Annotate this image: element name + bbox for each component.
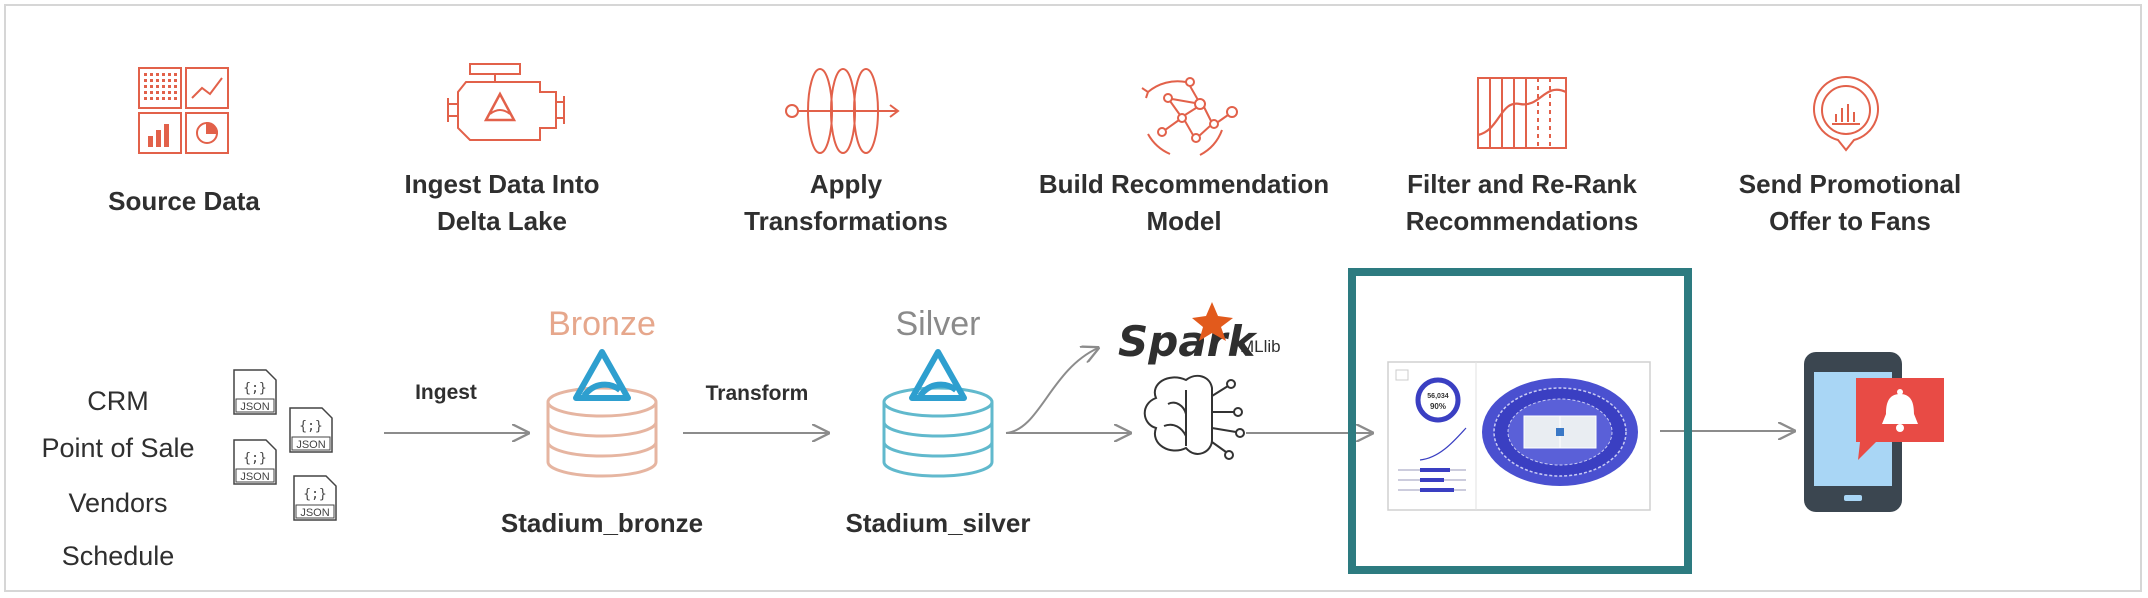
step-label-ingest-1: Ingest Data Into: [404, 169, 599, 199]
delta-lake-logo-icon: [909, 349, 967, 401]
step-label-source-data: Source Data: [108, 186, 260, 216]
dashboard-highlight-border: [1348, 268, 1692, 574]
svg-text:{;}: {;}: [243, 381, 266, 396]
step-label-rerank-1: Filter and Re-Rank: [1407, 169, 1637, 199]
brain-network-icon: [1143, 374, 1245, 460]
step-label-promo-2: Offer to Fans: [1769, 206, 1931, 236]
silver-database-icon: [882, 386, 994, 478]
svg-text:{;}: {;}: [299, 419, 322, 434]
json-file-icon: {;} JSON: [293, 475, 337, 521]
json-file-icon: {;} JSON: [233, 369, 277, 415]
spark-star-icon: [1192, 302, 1233, 341]
svg-text:{;}: {;}: [303, 487, 326, 502]
engine-ingest-icon: [447, 63, 565, 141]
source-crm: CRM: [87, 386, 149, 416]
dashboard-percent: 90%: [1430, 402, 1446, 411]
json-file-icon: {;} JSON: [289, 407, 333, 453]
step-label-model-2: Model: [1146, 206, 1221, 236]
svg-text:{;}: {;}: [243, 451, 266, 466]
bronze-table-label: Stadium_bronze: [501, 508, 703, 538]
step-label-ingest-2: Delta Lake: [437, 206, 567, 236]
bronze-database-icon: [546, 386, 658, 478]
step-label-model-1: Build Recommendation: [1039, 169, 1329, 199]
svg-text:JSON: JSON: [296, 439, 325, 451]
network-model-icon: [1141, 77, 1238, 156]
dashboard-metric: 56,034: [1427, 393, 1449, 400]
arrow-to-spark: [1005, 348, 1098, 434]
step-label-transform-2: Transformations: [744, 206, 948, 236]
silver-table-label: Stadium_silver: [846, 508, 1031, 538]
source-schedule: Schedule: [62, 541, 175, 571]
json-file-icon: {;} JSON: [233, 439, 277, 485]
filter-rank-icon: [1477, 77, 1567, 149]
promo-chart-bubble-icon: [1813, 76, 1879, 152]
dashboard-screenshot: 56,034 90%: [1387, 361, 1651, 511]
bronze-tier-label: Bronze: [548, 305, 656, 343]
svg-text:JSON: JSON: [300, 507, 329, 519]
svg-text:JSON: JSON: [240, 401, 269, 413]
edge-label-transform: Transform: [706, 382, 809, 405]
svg-text:JSON: JSON: [240, 471, 269, 483]
delta-lake-logo-icon: [573, 349, 631, 401]
source-vendors: Vendors: [68, 488, 167, 518]
silver-tier-label: Silver: [895, 305, 980, 343]
bell-icon: [1882, 389, 1918, 432]
source-data-icon: [138, 67, 229, 154]
spark-logo: Spark: [1118, 317, 1258, 366]
step-label-transform-1: Apply: [810, 169, 883, 199]
edge-label-ingest: Ingest: [415, 381, 477, 404]
phone-notification-icon: [1804, 352, 1944, 512]
source-point-of-sale: Point of Sale: [41, 433, 194, 463]
step-label-promo-1: Send Promotional: [1739, 169, 1961, 199]
step-label-rerank-2: Recommendations: [1406, 206, 1639, 236]
mllib-label: MLlib: [1240, 337, 1281, 356]
diagram-frame: [4, 4, 2142, 592]
transformation-rings-icon: [785, 68, 900, 154]
